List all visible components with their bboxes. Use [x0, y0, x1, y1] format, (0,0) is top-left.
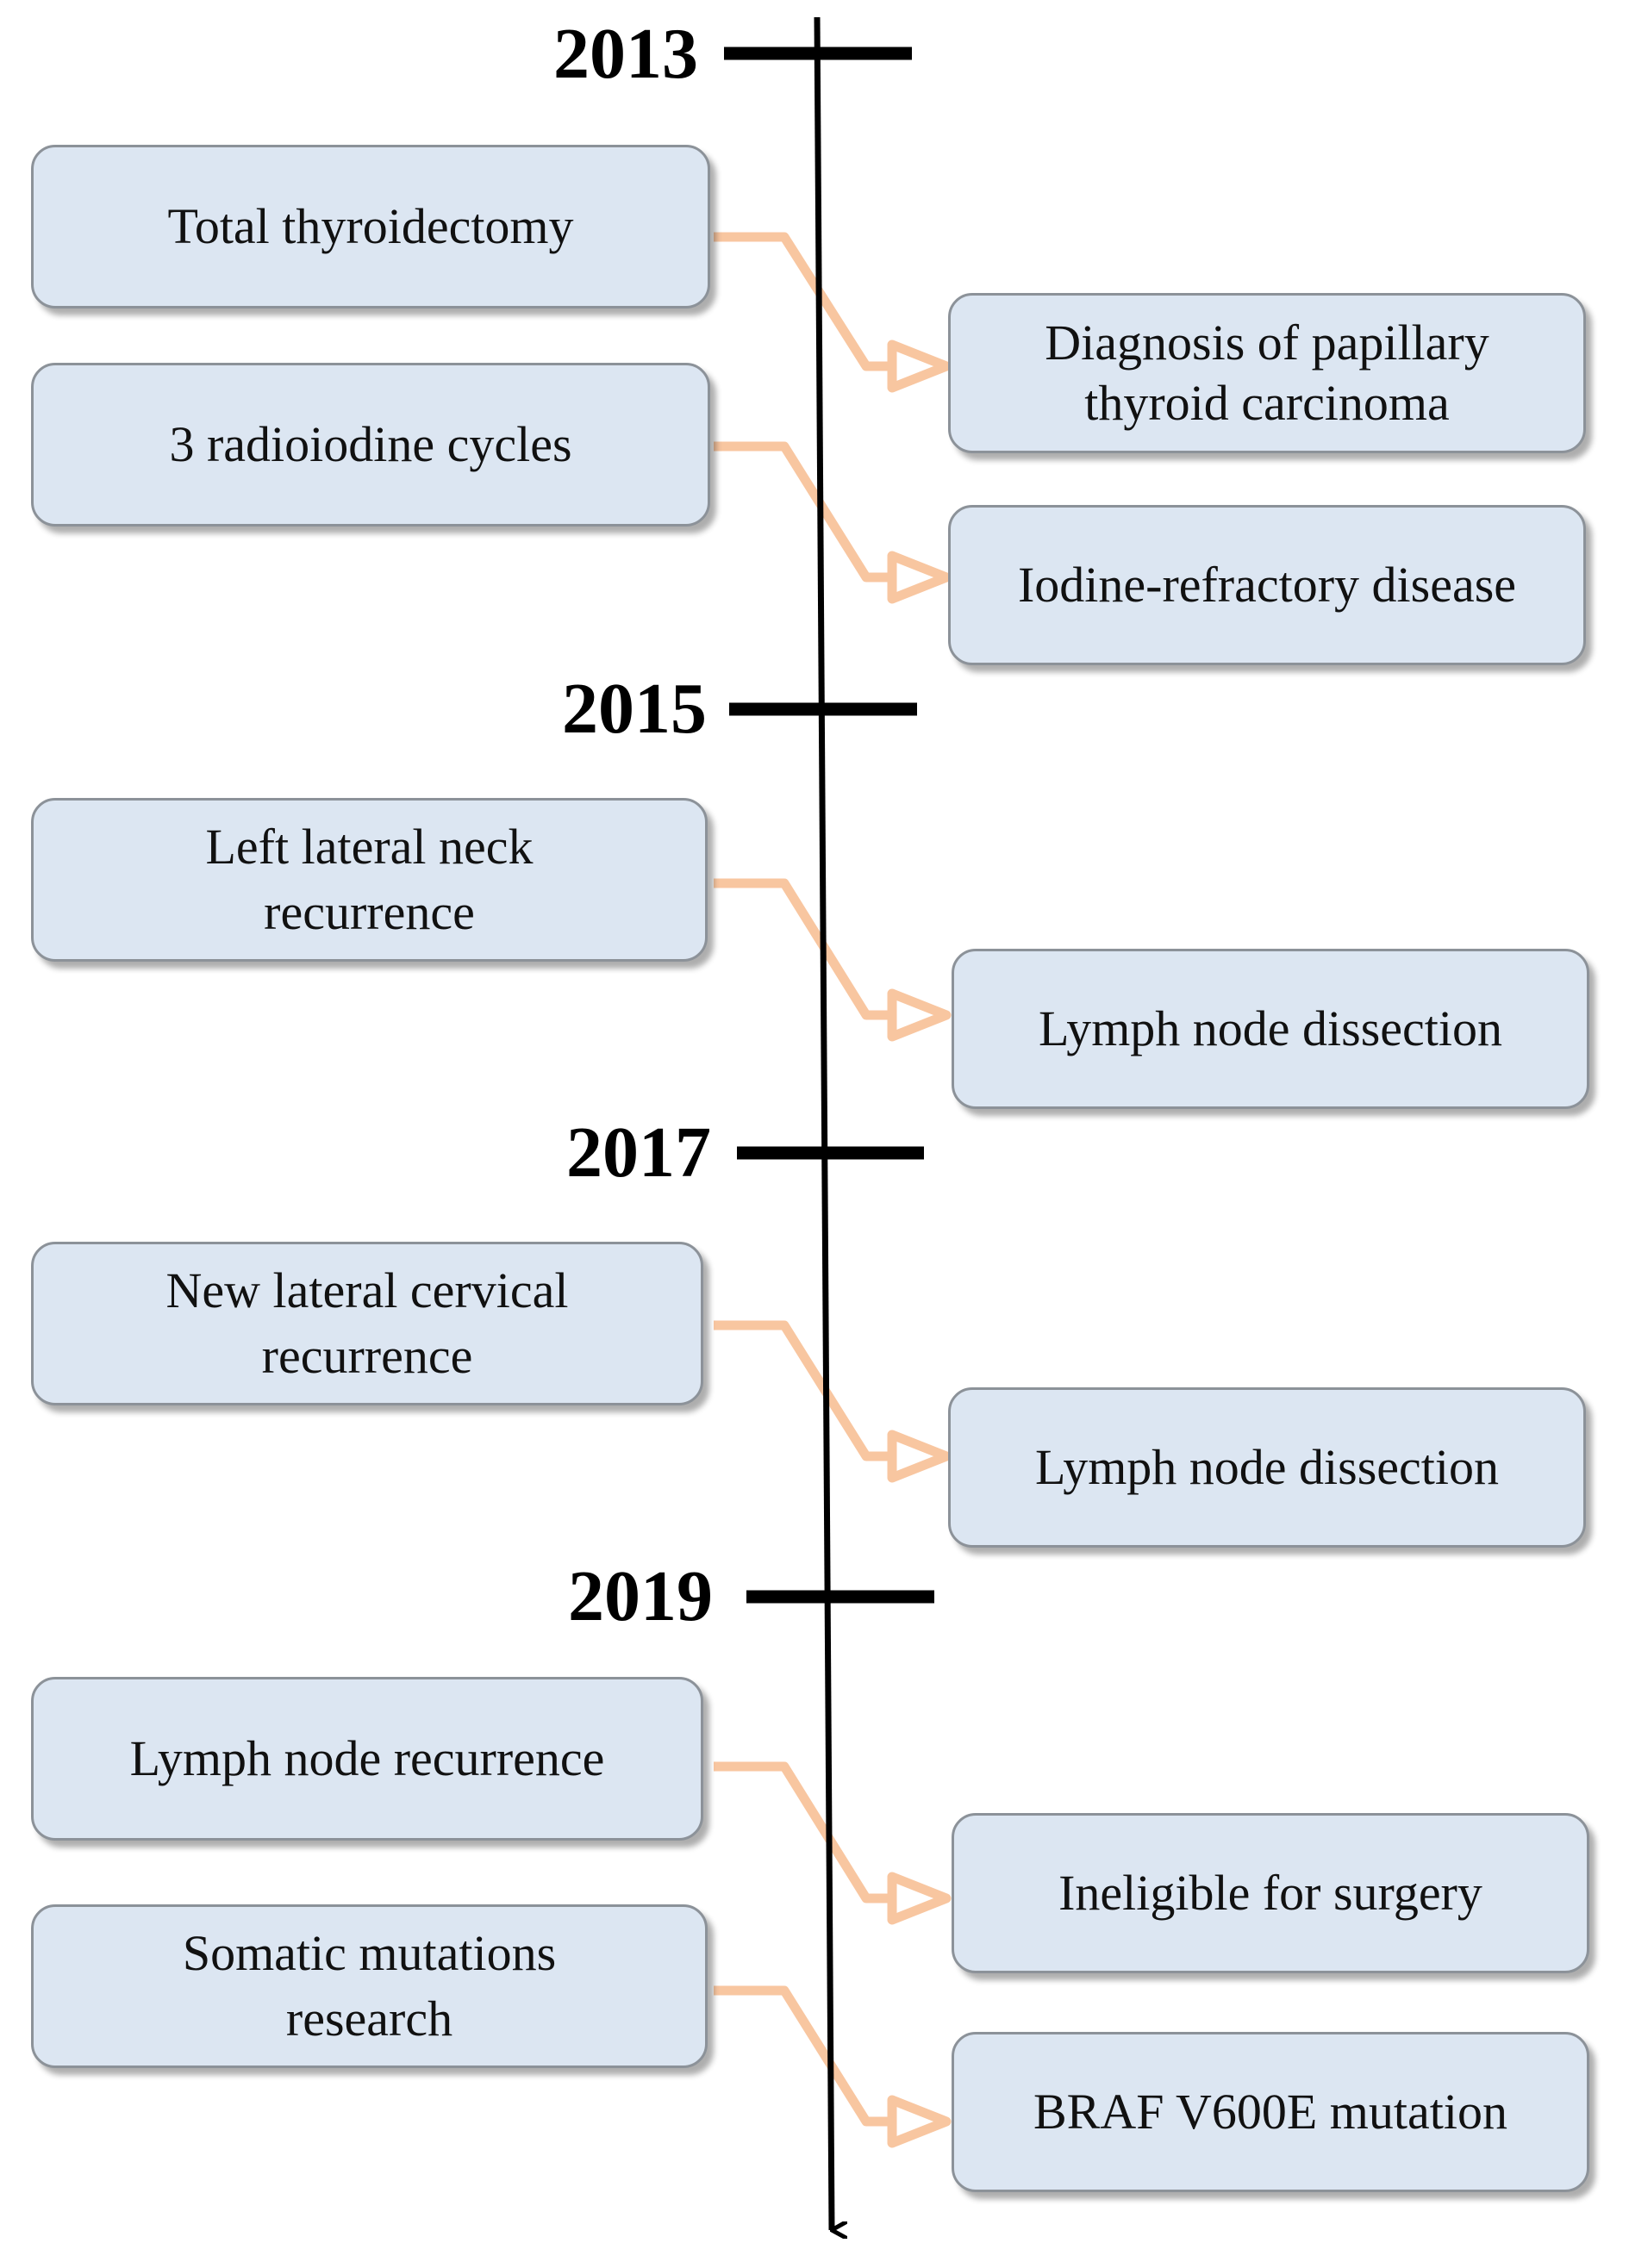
connector-arrow [714, 1761, 952, 1925]
connector-arrow [714, 232, 952, 393]
event-box-new-lateral-cervical-recurrence: New lateral cervical recurrence [31, 1242, 703, 1405]
connector-arrow [714, 878, 952, 1042]
outcome-box-lymph-node-dissection-2017: Lymph node dissection [948, 1387, 1586, 1548]
year-label-2017: 2017 [566, 1112, 711, 1193]
event-box-somatic-mutations-research: Somatic mutations research [31, 1904, 708, 2068]
year-ticks [724, 47, 934, 1604]
event-box-radioiodine-cycles: 3 radioiodine cycles [31, 363, 710, 526]
connector-arrow [714, 441, 952, 604]
outcome-box-iodine-refractory-disease: Iodine-refractory disease [948, 505, 1586, 665]
year-label-2019: 2019 [568, 1556, 713, 1636]
outcome-box-ineligible-for-surgery: Ineligible for surgery [952, 1813, 1589, 1973]
connector-arrow [714, 1320, 952, 1483]
outcome-box-papillary-thyroid-carcinoma: Diagnosis of papillary thyroid carcinoma [948, 293, 1586, 453]
connector-arrows [714, 232, 952, 2148]
year-label-2013: 2013 [553, 14, 698, 94]
connector-arrow [714, 1985, 952, 2148]
event-box-total-thyroidectomy: Total thyroidectomy [31, 145, 710, 308]
outcome-box-lymph-node-dissection-2015: Lymph node dissection [952, 949, 1589, 1109]
outcome-box-braf-v600e-mutation: BRAF V600E mutation [952, 2032, 1589, 2192]
timeline-axis [814, 16, 832, 2230]
event-box-left-lateral-neck-recurrence: Left lateral neck recurrence [31, 798, 708, 962]
event-box-lymph-node-recurrence: Lymph node recurrence [31, 1677, 703, 1841]
year-label-2015: 2015 [562, 669, 707, 749]
